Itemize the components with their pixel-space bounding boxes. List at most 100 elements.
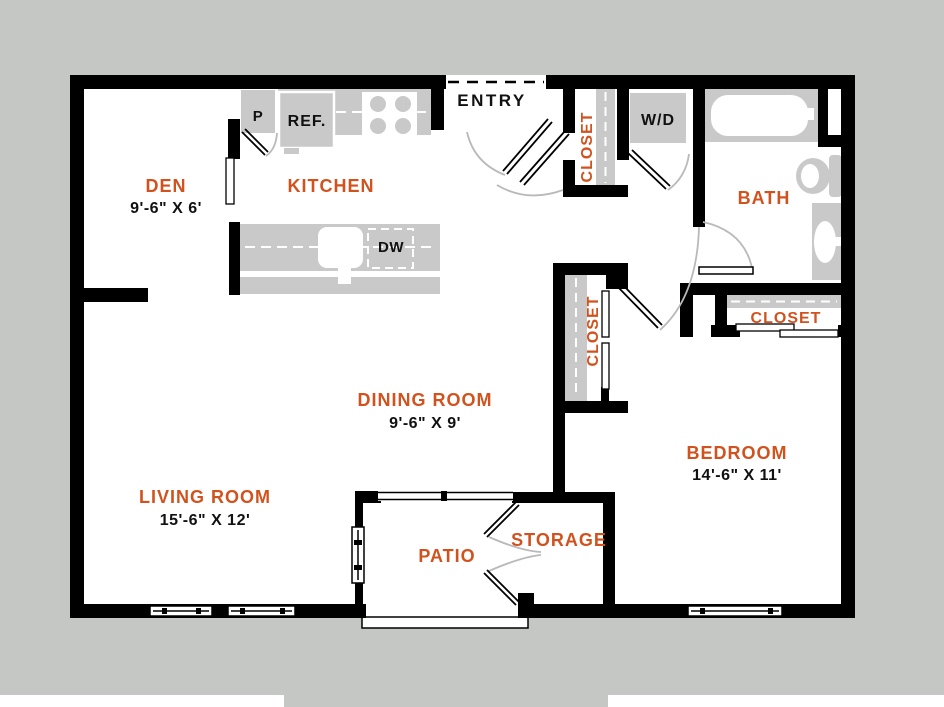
room-label-kitchen: KITCHEN xyxy=(288,176,375,196)
wall-exterior-bottom-right xyxy=(518,604,855,618)
patio-side-window xyxy=(351,526,365,584)
hall-closet-door-frame xyxy=(601,342,610,390)
wall-hall-closet-top xyxy=(553,263,628,275)
storage-door-arc xyxy=(488,554,542,572)
wall-tub-niche-divider xyxy=(818,75,828,141)
room-label-patio: PATIO xyxy=(418,546,475,566)
bedroom-door-arc xyxy=(659,226,700,331)
den-opening-frame xyxy=(225,157,235,205)
wall-bedroom-entry-jamb xyxy=(680,295,693,337)
room-label-storage: STORAGE xyxy=(511,530,607,550)
entry-door-leaf xyxy=(502,118,553,175)
label-pantry: P xyxy=(253,108,264,125)
pantry-cabinet xyxy=(241,90,275,133)
room-label-living: LIVING ROOM xyxy=(139,487,271,507)
room-dims-bedroom: 14'-6" X 11' xyxy=(692,467,782,484)
stove-burner xyxy=(370,118,386,134)
fixtures xyxy=(240,89,843,401)
entry-closet-door-leaf xyxy=(519,130,570,186)
room-label-den: DEN xyxy=(145,176,186,196)
room-label-bedroom: BEDROOM xyxy=(687,443,788,463)
wall-bedroom-closet-left xyxy=(715,295,727,327)
doors xyxy=(241,118,754,606)
wall-hall-closet-jamb-stub xyxy=(601,387,609,401)
label-washer-dryer: W/D xyxy=(641,112,675,129)
patio-slab-edge xyxy=(361,616,529,629)
label-hall-closet: CLOSET xyxy=(585,296,602,367)
entry-door-arc xyxy=(466,131,506,176)
wall-entry-closet-bottom xyxy=(563,185,628,197)
wall-kitchen-entry xyxy=(431,75,444,130)
label-refrigerator: REF. xyxy=(288,113,327,130)
room-label-bath: BATH xyxy=(738,188,791,208)
room-dims-dining: 9'-6" X 9' xyxy=(389,415,461,432)
patio-front-window xyxy=(378,491,513,501)
wd-door-arc xyxy=(667,153,690,191)
wall-storage-hinge-stub xyxy=(518,593,534,604)
bathtub-faucet xyxy=(799,108,814,120)
wall-entry-closet-left xyxy=(563,75,575,133)
wall-exterior-right xyxy=(841,75,855,618)
stove-burner xyxy=(370,96,386,112)
entry-closet-door-arc xyxy=(496,184,564,197)
wall-den-stub xyxy=(84,288,148,302)
bathroom-faucet xyxy=(832,237,843,246)
stove-burner xyxy=(395,96,411,112)
washer-dryer xyxy=(630,93,686,143)
hall-closet-door-frame xyxy=(601,290,610,338)
wall-storage-top xyxy=(512,492,615,503)
refrigerator-handle xyxy=(284,148,299,154)
wall-closet-track-stub-left xyxy=(711,325,740,337)
room-label-entry: ENTRY xyxy=(457,91,527,110)
wall-niche-bottom xyxy=(818,135,855,147)
wall-closet-track-stub-right xyxy=(838,325,855,337)
storage-door-leaf xyxy=(483,501,520,538)
room-label-dining: DINING ROOM xyxy=(358,390,493,410)
wall-exterior-left xyxy=(70,75,84,618)
bath-door-leaf xyxy=(698,266,754,275)
bedroom-window xyxy=(687,605,783,617)
label-dishwasher: DW xyxy=(378,239,404,256)
wall-exterior-bottom-left xyxy=(70,604,366,618)
bathroom-sink xyxy=(814,221,836,263)
patio-floor xyxy=(362,491,603,618)
living-room-window xyxy=(227,605,296,617)
refrigerator xyxy=(277,90,336,150)
wall-closet-wd-divider xyxy=(617,75,629,160)
bath-door-arc xyxy=(702,221,753,269)
bedroom-closet-slider xyxy=(779,329,839,338)
kitchen-faucet xyxy=(338,262,351,284)
floor-areas xyxy=(84,89,841,629)
bedroom-closet-slider xyxy=(735,323,795,332)
openings xyxy=(149,75,839,617)
wall-den-kitchen xyxy=(228,119,240,159)
page-edge-artifact xyxy=(608,695,944,707)
toilet-tank xyxy=(829,155,842,197)
room-dims-den: 9'-6" X 6' xyxy=(130,200,202,217)
wd-door-leaf xyxy=(627,149,671,190)
pantry-door-arc xyxy=(265,132,278,157)
pantry-door-leaf xyxy=(241,128,269,156)
living-room-window xyxy=(149,605,213,617)
storage-door-arc xyxy=(488,536,542,553)
wall-hall-closet-bottom xyxy=(553,401,628,413)
label-bedroom-closet: CLOSET xyxy=(751,310,822,327)
page-edge-artifact xyxy=(0,695,284,707)
stove-burner xyxy=(395,118,411,134)
wall-wd-bath-divider xyxy=(693,75,705,227)
bathtub xyxy=(711,95,808,136)
storage-door-leaf xyxy=(483,569,520,606)
kitchen-bar xyxy=(240,277,440,294)
kitchen-sink xyxy=(318,227,363,268)
wall-peninsula-end xyxy=(229,222,240,295)
wall-storage-right xyxy=(603,492,615,618)
wall-hall-closet-left xyxy=(553,263,565,413)
toilet-bowl-inner xyxy=(801,164,819,188)
room-dims-living: 15'-6" X 12' xyxy=(160,512,251,529)
label-entry-closet: CLOSET xyxy=(579,112,596,183)
wall-dining-bedroom-divider xyxy=(553,413,565,492)
bedroom-door-leaf xyxy=(614,280,663,329)
labels: DEN 9'-6" X 6' KITCHEN P REF. DW ENTRY W… xyxy=(130,91,822,566)
dishwasher xyxy=(367,228,414,269)
